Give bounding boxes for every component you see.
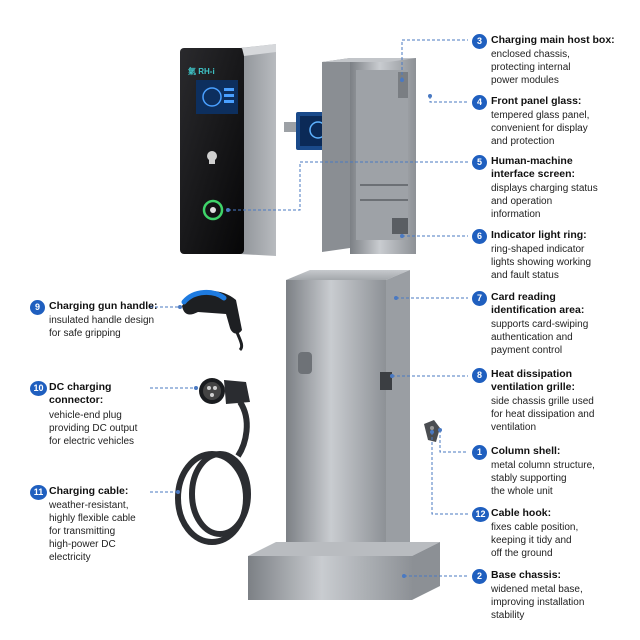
callout-desc-line: insulated handle design (49, 315, 155, 326)
callout-desc-line: the whole unit (491, 486, 553, 497)
callout-number: 12 (472, 507, 489, 522)
callout-title: Column shell: (491, 445, 561, 457)
hmi-screen-small (196, 80, 238, 114)
callout-title-line2: interface screen: (491, 168, 576, 180)
callout-number: 4 (472, 95, 487, 110)
callout-number: 1 (472, 445, 487, 460)
charging-cable-coil (175, 400, 251, 545)
callout-number: 3 (472, 34, 487, 49)
callout-desc-line: and protection (491, 136, 555, 147)
callout-desc-line: side chassis grille used (491, 396, 594, 407)
callout-desc-line: fixes cable position, (491, 522, 579, 533)
callout-desc-line: for safe gripping (49, 328, 121, 339)
callout-title-line2: connector: (49, 394, 104, 406)
callout-number: 10 (30, 381, 47, 396)
callout-title: Charging main host box: (491, 34, 615, 46)
callout-title: Indicator light ring: (491, 229, 587, 241)
callout-desc-line: vehicle-end plug (49, 410, 122, 421)
callout-desc-line: displays charging status (491, 183, 598, 194)
callout-desc-line: improving installation (491, 597, 585, 608)
callout-desc-line: ring-shaped indicator (491, 244, 585, 255)
callout-desc-line: convenient for display (491, 123, 588, 134)
callout-number: 6 (472, 229, 487, 244)
callout-desc-line: and fault status (491, 270, 559, 281)
base-chassis (248, 542, 440, 600)
callout-desc-line: power modules (491, 75, 559, 86)
callout-title: Heat dissipation (491, 368, 573, 380)
card-reader-icon (207, 151, 217, 164)
callout-number: 8 (472, 368, 487, 383)
callout-desc-line: tempered glass panel, (491, 110, 590, 121)
callout-desc-line: payment control (491, 345, 563, 356)
callout-number: 7 (472, 291, 487, 306)
callout-desc-line: for heat dissipation and (491, 409, 595, 420)
leader-lines (150, 39, 468, 577)
callout-number: 5 (472, 155, 487, 170)
callout-desc-line: ventilation (491, 422, 537, 433)
callout-desc-line: stably supporting (491, 473, 567, 484)
column-shell (286, 270, 410, 556)
callout-title: Charging cable: (49, 485, 129, 497)
callout-number: 9 (30, 300, 45, 315)
callout-desc-line: off the ground (491, 548, 553, 559)
callout-desc-line: highly flexible cable (49, 513, 136, 524)
callout-title: Human-machine (491, 155, 573, 167)
callout-desc-line: electricity (49, 552, 91, 563)
callout-title: Cable hook: (491, 507, 552, 519)
charging-gun-handle (181, 290, 244, 352)
callout-desc-line: authentication and (491, 332, 573, 343)
callout-title: Charging gun handle: (49, 300, 158, 312)
callout-number: 11 (30, 485, 47, 500)
callout-desc-line: lights showing working (491, 257, 592, 268)
callout-desc-line: widened metal base, (491, 584, 583, 595)
callout-title: Base chassis: (491, 569, 562, 581)
callout-title: Front panel glass: (491, 95, 582, 107)
callout-desc-line: providing DC output (49, 423, 138, 434)
leader-dots (176, 78, 442, 578)
callout-desc-line: for electric vehicles (49, 436, 135, 447)
callout-title: Card reading (491, 291, 556, 303)
callout-title-line2: identification area: (491, 304, 585, 316)
callout-desc-line: supports card-swiping (491, 319, 589, 330)
callout-desc-line: information (491, 209, 541, 220)
callout-desc-line: weather-resistant, (49, 500, 129, 511)
callout-desc-line: keeping it tidy and (491, 535, 572, 546)
callout-desc-line: and operation (491, 196, 553, 207)
callout-number: 2 (472, 569, 487, 584)
callout-desc-line: enclosed chassis, (491, 49, 570, 60)
callout-title-line2: ventilation grille: (491, 381, 576, 393)
main-host-box (322, 58, 416, 254)
callout-desc-line: protecting internal (491, 62, 571, 73)
brand-logo: 氣 RH-i (188, 66, 215, 76)
dc-charging-connector (199, 378, 250, 404)
callout-desc-line: metal column structure, (491, 460, 595, 471)
callout-desc-line: high-power DC (49, 539, 116, 550)
callout-desc-line: stability (491, 610, 525, 621)
indicator-light-ring (202, 199, 224, 221)
callout-desc-line: for transmitting (49, 526, 116, 537)
callout-title: DC charging (49, 381, 112, 393)
